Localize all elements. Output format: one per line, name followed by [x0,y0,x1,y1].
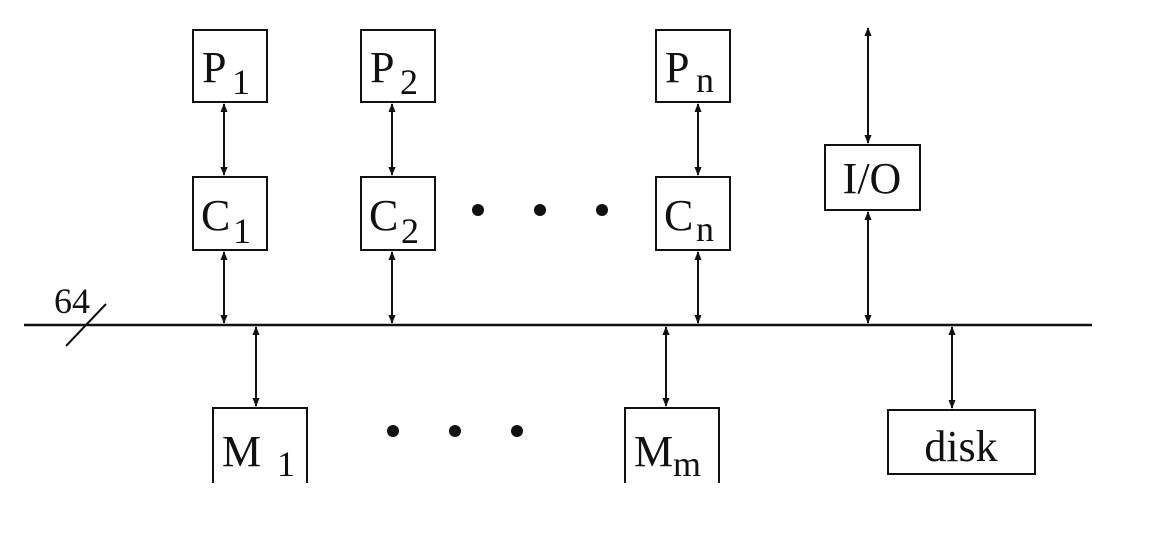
processor-2: P 2 [360,29,436,103]
ellipsis-dot [511,425,523,437]
cache-n: C n [655,176,731,251]
processor-2-letter: P [370,43,394,92]
processor-n-box [655,29,731,103]
ellipsis-dot [387,425,399,437]
memory-ellipsis [387,425,523,437]
cache-n-subscript: n [696,209,714,249]
memory-m: M m [624,407,720,484]
cache-2-box [360,176,436,251]
io-label: I/O [843,154,902,203]
processor-1-box [192,29,268,103]
cache-2-subscript: 2 [401,211,419,251]
memory-1-letter: M [222,427,261,476]
cache-n-letter: C [664,191,693,240]
cache-1: C 1 [192,176,268,251]
bus-width-label: 64 [54,281,90,321]
disk-box [887,409,1036,475]
disk: disk [887,409,1036,475]
processor-2-subscript: 2 [400,62,418,102]
processor-1: P 1 [192,29,268,103]
cache-2-letter: C [369,191,398,240]
cache-n-box [655,176,731,251]
memory-1-box [212,407,308,483]
memory-m-box [624,407,720,483]
processor-2-box [360,29,436,103]
cache-2: C 2 [360,176,436,251]
ellipsis-dot [449,425,461,437]
processor-1-letter: P [202,43,226,92]
disk-label: disk [924,422,997,471]
processor-n: P n [655,29,731,103]
ellipsis-dot [534,204,546,216]
cache-1-box [192,176,268,251]
cache-1-subscript: 1 [233,211,251,251]
processor-n-letter: P [665,43,689,92]
ellipsis-dot [472,204,484,216]
processor-1-subscript: 1 [232,62,250,102]
memory-1-subscript: 1 [277,444,295,484]
memory-1: M 1 [212,407,308,484]
memory-m-letter: M [634,427,673,476]
ellipsis-dot [596,204,608,216]
bus-width-slash [65,303,107,347]
io-box [824,144,921,211]
io-controller: I/O [824,144,921,211]
processor-n-subscript: n [696,60,714,100]
memory-m-subscript: m [673,444,701,484]
cache-ellipsis [472,204,608,216]
cache-1-letter: C [201,191,230,240]
